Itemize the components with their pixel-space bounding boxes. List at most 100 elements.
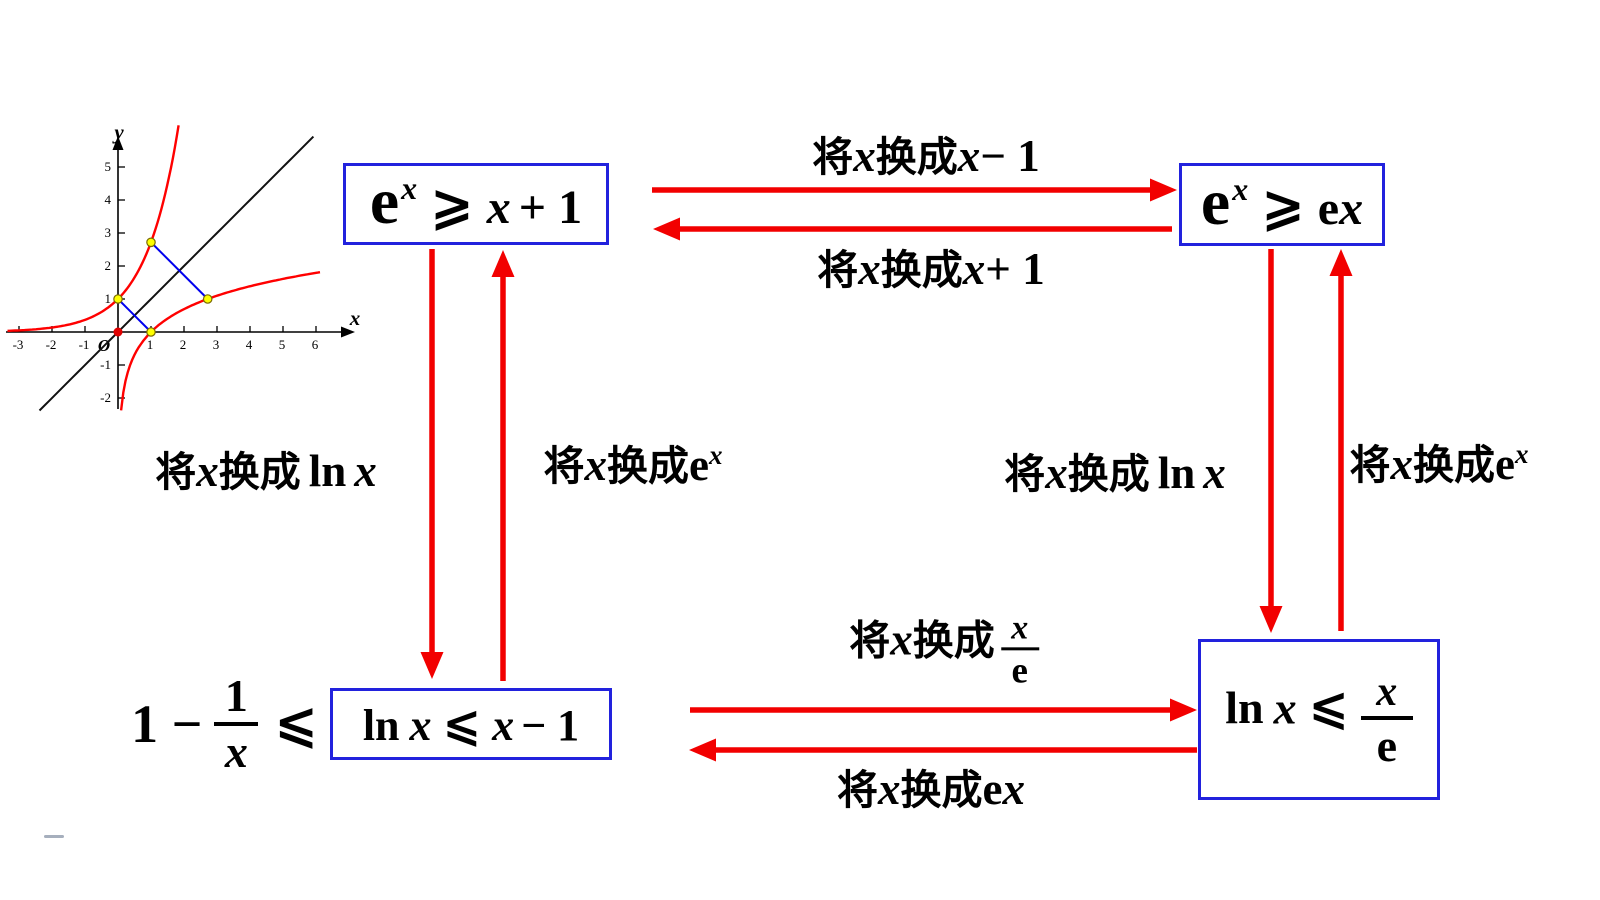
x-tick-label: 4	[246, 337, 253, 352]
var-x: x	[1002, 764, 1025, 814]
cjk-huancheng: 换成	[875, 134, 958, 180]
ln-operator: ln	[362, 700, 400, 750]
var-x: x	[957, 131, 981, 181]
cjk-huancheng: 换成	[912, 617, 995, 664]
chord-segment	[150, 241, 209, 300]
e-base: e	[1200, 165, 1231, 239]
x-tick-label: -2	[46, 337, 57, 352]
marked-point	[113, 294, 123, 304]
label-replace-x-with-exp-right: 将x换成ex	[1350, 431, 1529, 491]
x-tick-label: 5	[279, 337, 286, 352]
arrow-right-up	[1329, 249, 1353, 631]
formula-exp-ge-ex: ex⩾ex	[1201, 169, 1364, 235]
arrow-bottom-forward	[690, 698, 1197, 722]
arrow-bottom-backward	[689, 738, 1197, 762]
cjk-huancheng: 换成	[900, 767, 983, 813]
x-tick-label: 2	[180, 337, 187, 352]
x-axis-arrowhead	[341, 326, 355, 338]
var-x: x	[1273, 682, 1297, 734]
var-x: x	[492, 700, 515, 750]
fraction-numerator: x	[1011, 609, 1029, 647]
y-tick-label: 2	[105, 258, 112, 273]
formula-exp-ge-x-plus-1: ex⩾x+ 1	[370, 169, 583, 235]
var-x: x	[878, 764, 901, 814]
curve-exp	[7, 125, 180, 332]
ge-symbol: ⩾	[1261, 176, 1305, 237]
le-symbol: ⩽	[442, 696, 482, 751]
fraction-denominator: e	[1376, 719, 1397, 771]
fraction-denominator: x	[224, 726, 248, 777]
label-replace-x-with-x-minus-1: 将x换成x− 1	[812, 123, 1039, 183]
chord-segment	[117, 298, 152, 333]
cjk-huancheng: 换成	[1067, 451, 1150, 497]
exponent-x: x	[401, 170, 418, 206]
e-base: e	[369, 165, 400, 238]
x-tick-label: 6	[312, 337, 319, 352]
e-base: e	[1495, 439, 1515, 489]
cjk-jiang: 将	[1004, 451, 1046, 497]
y-tick-label: 4	[105, 192, 112, 207]
cjk-huancheng: 换成	[607, 443, 690, 489]
y-tick-label: 5	[105, 159, 112, 174]
var-x: x	[196, 446, 219, 496]
x-tick-label: 1	[147, 337, 154, 352]
fraction-bar	[1360, 715, 1413, 720]
e-coefficient: e	[982, 764, 1003, 814]
marked-point	[146, 327, 156, 337]
y-tick-label: -2	[100, 390, 111, 405]
box-exp-ge-ex: ex⩾ex	[1179, 163, 1385, 246]
ln-operator: ln	[1225, 682, 1264, 734]
ln-operator: ln	[1157, 448, 1196, 498]
cjk-jiang: 将	[837, 767, 879, 813]
fraction-numerator: 1	[224, 670, 248, 721]
curve-identity	[38, 135, 315, 412]
exponent-x: x	[708, 440, 723, 470]
minus-one: − 1	[980, 131, 1040, 181]
x-tick-label: 3	[213, 337, 220, 352]
var-x: x	[890, 614, 913, 665]
arrow-right-down	[1259, 249, 1283, 633]
box-exp-ge-x-plus-1: ex⩾x+ 1	[343, 163, 609, 245]
var-x: x	[1339, 181, 1364, 235]
arrow-top-forward	[652, 178, 1177, 202]
y-tick-label: 1	[105, 291, 112, 306]
var-x: x	[1045, 448, 1068, 498]
origin-point	[113, 327, 123, 337]
cjk-jiang: 将	[812, 134, 854, 180]
y-axis-label: y	[111, 120, 124, 144]
var-x: x	[354, 446, 377, 496]
fraction-bar	[214, 722, 259, 726]
cjk-jiang: 将	[817, 247, 859, 293]
fraction-bar	[1000, 647, 1039, 651]
fraction-denominator: e	[1011, 650, 1028, 692]
stray-mark	[44, 835, 64, 838]
cjk-huancheng: 换成	[880, 247, 963, 293]
fraction-numerator: x	[1376, 668, 1398, 715]
ge-symbol: ⩾	[430, 176, 474, 236]
exponent-x: x	[1232, 170, 1249, 207]
cjk-jiang: 将	[155, 449, 197, 495]
plus-one: + 1	[518, 181, 583, 234]
cjk-jiang: 将	[1349, 442, 1391, 488]
var-x: x	[409, 700, 432, 750]
var-x: x	[486, 181, 511, 234]
var-x: x	[858, 244, 881, 294]
arrow-left-up	[491, 250, 515, 681]
cjk-huancheng: 换成	[1413, 442, 1496, 488]
y-tick-label: 3	[105, 225, 112, 240]
y-tick-label: -1	[100, 357, 111, 372]
plus-one: + 1	[985, 244, 1045, 294]
var-x: x	[584, 440, 608, 490]
marked-point	[202, 294, 213, 304]
